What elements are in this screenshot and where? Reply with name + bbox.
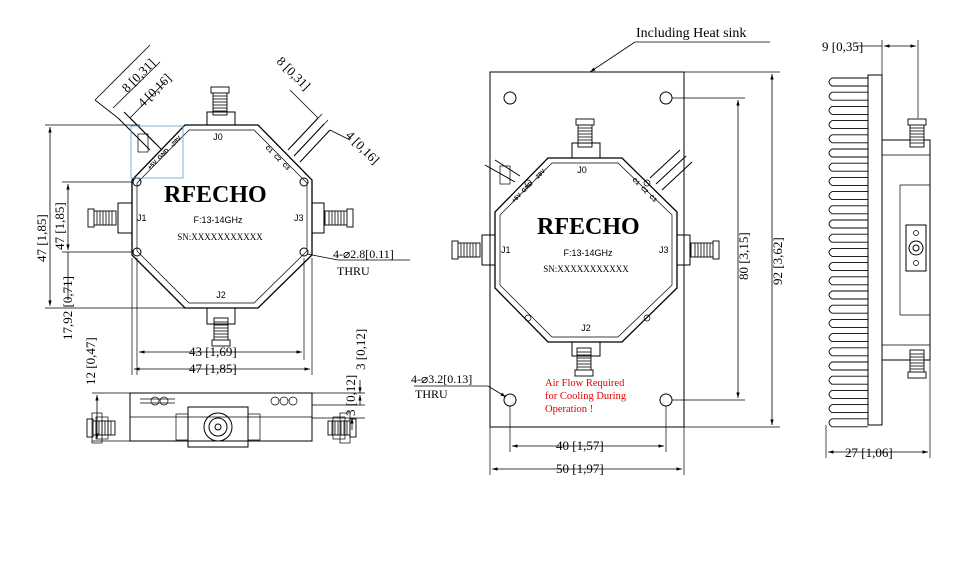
connector-j0-icon (210, 86, 230, 116)
dim-47-185-horizontal: 47 [1,85] (189, 361, 237, 376)
device-body-center (494, 157, 678, 343)
port-label-j0-center: J0 (577, 165, 587, 175)
port-label-j2-center: J2 (581, 323, 591, 333)
pin-label-5v-center: +5V (511, 193, 523, 205)
dc-pins-left (117, 111, 184, 179)
pin-label-c1: C1 (264, 145, 274, 155)
heatsink-fin (828, 361, 868, 371)
serial-label-center: SN:XXXXXXXXXXX (543, 264, 629, 274)
port-label-j1-center: J1 (501, 245, 511, 255)
airflow-note-line1: Air Flow Required (545, 378, 625, 389)
heatsink-fin (828, 375, 868, 385)
hole-note-left: 4-⌀2.8[0.11] (333, 247, 394, 261)
left-side-view: 12 [0,47] 3 [0,12] 3 [0,12] (83, 329, 368, 448)
heatsink-fin (828, 134, 868, 144)
dim-43-169: 43 [1,69] (189, 344, 237, 359)
heatsink-hole-icon (659, 393, 673, 407)
right-side-view: 9 [0,35] 27 [1,06] (822, 39, 931, 460)
hole-note-left-thru: THRU (337, 264, 370, 278)
heatsink-fin (828, 176, 868, 186)
port-label-j2: J2 (216, 290, 226, 300)
heatsink-fin (828, 276, 868, 286)
hole-note-center-thru: THRU (415, 387, 448, 401)
brand-label-center: RFECHO (537, 214, 640, 240)
dim-92-362: 92 [3,62] (770, 237, 785, 285)
pin-label-c2: C2 (272, 154, 282, 164)
heatsink-fin (828, 191, 868, 201)
device-body-left (131, 124, 313, 309)
dim-27-106: 27 [1,06] (845, 445, 893, 460)
heatsink-hole-icon (503, 393, 517, 407)
dim-9-035: 9 [0,35] (822, 39, 863, 54)
heatsink-fin (828, 290, 868, 300)
frequency-label-left: F:13-14GHz (193, 215, 243, 225)
heatsink-hole-icon (659, 91, 673, 105)
pin-label-c1-center: C1 (631, 177, 641, 187)
heatsink-fin (828, 233, 868, 243)
pin-label-c3-center: C3 (648, 194, 658, 204)
airflow-note-line3: Operation ! (545, 404, 593, 415)
heatsink-fin (828, 304, 868, 314)
heatsink-fin (828, 77, 868, 87)
serial-label-left: SN:XXXXXXXXXXX (177, 232, 263, 242)
heatsink-fin (828, 347, 868, 357)
mounting-hole-icon (299, 177, 309, 187)
port-label-j0: J0 (213, 132, 223, 142)
heatsink-fin (828, 262, 868, 272)
dim-4-016-right: 4 [0,16] (343, 128, 383, 168)
heatsink-fin (828, 247, 868, 257)
dim-1792-071: 17,92 [0,71] (60, 276, 75, 340)
heatsink-fin (828, 205, 868, 215)
heat-sink-note: Including Heat sink (636, 26, 746, 41)
dim-47-185-vertical: 47 [1,85] (34, 214, 49, 262)
port-label-j3: J3 (294, 213, 304, 223)
mounting-hole-icon (132, 247, 142, 257)
pin-label-5v: +5V (147, 160, 159, 172)
heatsink-fin (828, 120, 868, 130)
dim-47-185-inner: 47 [1,85] (52, 202, 67, 250)
center-heatsink-view: J0 J2 J1 J3 RFECHO F:13-14GHz SN:XXXXXXX… (411, 26, 785, 476)
heatsink-fin (828, 148, 868, 158)
dim-8-031-right: 8 [0,31] (274, 54, 314, 94)
heatsink-fin (828, 389, 868, 399)
connector-j2-icon (211, 317, 231, 347)
left-top-view: J0 J2 J1 J3 RFECHO F:13-14GHz SN:XXXXXXX… (34, 44, 410, 376)
connector-j1-icon (87, 208, 117, 228)
connector-j3-icon (324, 208, 354, 228)
dim-3-012-top: 3 [0,12] (353, 329, 368, 370)
heatsink-fin (828, 333, 868, 343)
dim-80-315: 80 [3,15] (736, 232, 751, 280)
mounting-hole-icon (299, 247, 309, 257)
pin-label-c3: C3 (281, 162, 291, 172)
airflow-note-line2: for Cooling During (545, 391, 627, 402)
dim-40-157: 40 [1,57] (556, 438, 604, 453)
heatsink-fin (828, 318, 868, 328)
dim-50-197: 50 [1,97] (556, 461, 604, 476)
brand-label-left: RFECHO (164, 182, 267, 208)
dim-3-012-bottom: 3 [0,12] (343, 375, 358, 416)
frequency-label-center: F:13-14GHz (563, 248, 613, 258)
port-label-j3-center: J3 (659, 245, 669, 255)
heatsink-fin (828, 219, 868, 229)
pin-label-c2-center: C2 (639, 186, 649, 196)
heatsink-fin (828, 162, 868, 172)
heatsink-fins (828, 77, 868, 428)
dc-pins-right (287, 113, 331, 163)
hole-note-center: 4-⌀3.2[0.13] (411, 372, 472, 386)
heatsink-fin (828, 418, 868, 428)
heatsink-fin (828, 105, 868, 115)
port-label-j1: J1 (137, 213, 147, 223)
heatsink-hole-icon (503, 91, 517, 105)
heatsink-plate (489, 71, 685, 428)
heatsink-fin (828, 404, 868, 414)
dim-12-047: 12 [0,47] (83, 337, 98, 385)
heatsink-fin (828, 91, 868, 101)
